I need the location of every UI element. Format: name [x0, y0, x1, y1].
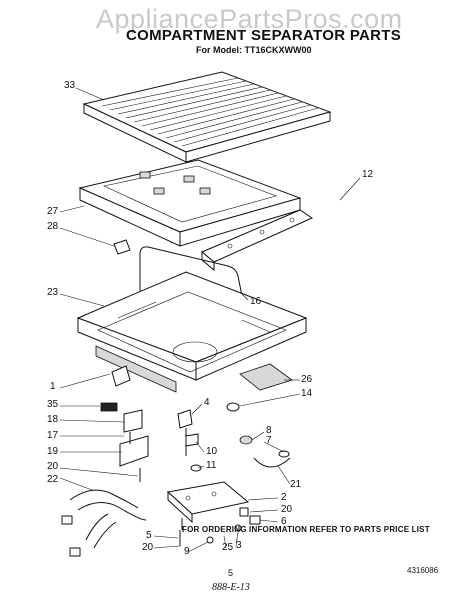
callout-22: 22 [47, 474, 59, 485]
callout-18: 18 [47, 414, 59, 425]
ordering-note: FOR ORDERING INFORMATION REFER TO PARTS … [182, 525, 430, 534]
insulation-part-26 [239, 363, 293, 391]
page-title: COMPARTMENT SEPARATOR PARTS [126, 27, 402, 44]
callout-20-left: 20 [47, 461, 59, 472]
callout-20-bottom: 20 [142, 542, 154, 553]
block-part-28 [113, 239, 131, 255]
document-part-number: 4316086 [407, 566, 439, 575]
callout-7: 7 [266, 435, 272, 446]
callout-23: 23 [47, 287, 59, 298]
callout-2: 2 [281, 492, 287, 503]
fasteners [139, 468, 261, 546]
callout-3: 3 [236, 540, 242, 551]
callout-10: 10 [206, 446, 218, 457]
callout-16: 16 [250, 296, 262, 307]
leader-lines [59, 87, 361, 553]
model-line: For Model: TT16CKXWW00 [196, 45, 312, 55]
separator-pan-part-23 [76, 271, 308, 393]
tube-part-16 [139, 246, 243, 300]
callout-28: 28 [47, 221, 59, 232]
callout-11: 11 [206, 460, 217, 471]
handwritten-code: 888-E-13 [212, 582, 250, 593]
callout-6: 6 [281, 516, 287, 527]
watermark: AppliancePartsPros.com [96, 4, 403, 34]
callout-9: 9 [184, 546, 190, 557]
callout-4: 4 [204, 397, 210, 408]
callout-14: 14 [301, 388, 313, 399]
callout-17: 17 [47, 430, 59, 441]
callout-20-right: 20 [281, 504, 293, 515]
thermostat-assembly [177, 409, 202, 472]
control-stack [100, 365, 149, 467]
callout-33: 33 [64, 80, 76, 91]
callout-27: 27 [47, 206, 59, 217]
page-number: 5 [228, 568, 234, 578]
callout-12: 12 [362, 169, 374, 180]
wiring-harness-part-22 [61, 489, 147, 557]
callout-35: 35 [47, 399, 59, 410]
separator-cover-part-27 [78, 159, 302, 247]
callout-26: 26 [301, 374, 313, 385]
callout-19: 19 [47, 446, 59, 457]
callout-1: 1 [50, 381, 56, 392]
grille-part-33 [82, 71, 332, 163]
callout-8: 8 [266, 425, 272, 436]
mounting-bracket-part-2 [166, 481, 250, 524]
callout-21: 21 [290, 479, 302, 490]
knob-part-14 [226, 402, 240, 412]
callout-5: 5 [146, 530, 152, 541]
callout-25: 25 [222, 542, 234, 553]
